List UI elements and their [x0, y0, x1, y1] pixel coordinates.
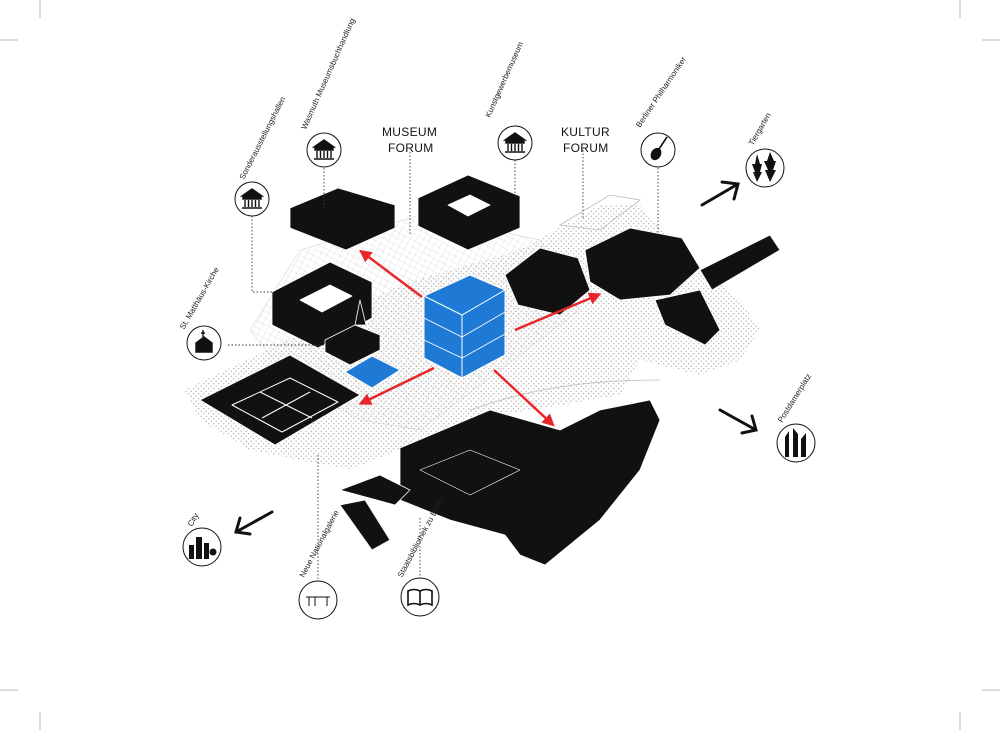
violin-icon	[640, 132, 676, 168]
forum-labels: MUSEUM FORUM KULTUR FORUM	[382, 125, 610, 155]
arrow-to-bibliothek	[493, 369, 555, 427]
arrow-tiergarten	[700, 180, 740, 207]
building-musikinstrumentenmuseum	[699, 234, 781, 291]
label-tiergarten: Tiergarten	[747, 111, 773, 147]
label-wasmuth: Wasmuth Museumsbuchhandlung	[300, 17, 357, 131]
arrow-to-nationalgalerie	[358, 366, 435, 405]
buildings	[199, 174, 781, 566]
building-wasmuth	[289, 187, 396, 251]
red-arrows	[358, 249, 602, 427]
building-gemaeldegalerie	[504, 247, 591, 316]
road-upper	[558, 194, 641, 231]
museum-forum-label-1: MUSEUM	[382, 125, 437, 139]
arrow-city	[234, 510, 274, 536]
label-philharmoniker: Berliner Philharmoniker	[634, 55, 688, 129]
label-nationalgalerie: Neue Nationalgalerie	[298, 508, 341, 579]
museum-forum-pool	[344, 355, 402, 389]
museum-icon	[306, 132, 342, 168]
label-kunstgewerbemuseum: Kunstgewerbemuseum	[484, 40, 526, 119]
arrow-to-kultur	[514, 292, 602, 332]
museum-forum-label-2: FORUM	[388, 141, 434, 155]
museum-icon	[497, 125, 533, 161]
label-matthaeus: St. Matthäus-Kirche	[178, 265, 221, 331]
building-staatsbibliothek	[399, 399, 661, 566]
gallery-icon	[298, 580, 338, 620]
arrow-to-sonderausstellung	[359, 249, 423, 298]
museum-forum-block	[344, 274, 506, 389]
museum-icon	[234, 181, 270, 217]
book-icon	[400, 577, 440, 617]
label-sonderausstellungshallen: Sonderausstellungshallen	[238, 95, 288, 181]
kultur-forum-label-2: FORUM	[563, 141, 609, 155]
leader-lines	[228, 150, 659, 580]
skyline-icon	[776, 423, 816, 463]
direction-arrows	[234, 180, 758, 536]
building-philharmonie	[584, 227, 701, 301]
arrow-postdamerplatz	[718, 408, 758, 435]
city-icon	[182, 527, 222, 567]
label-city: City	[186, 512, 201, 528]
icon-circles	[182, 125, 816, 620]
kultur-forum-label-1: KULTUR	[561, 125, 610, 139]
church-icon	[186, 325, 222, 361]
trees-icon	[745, 148, 785, 188]
label-postdamerplatz: Postdamerplatz	[776, 372, 813, 424]
road-lower	[469, 379, 661, 411]
